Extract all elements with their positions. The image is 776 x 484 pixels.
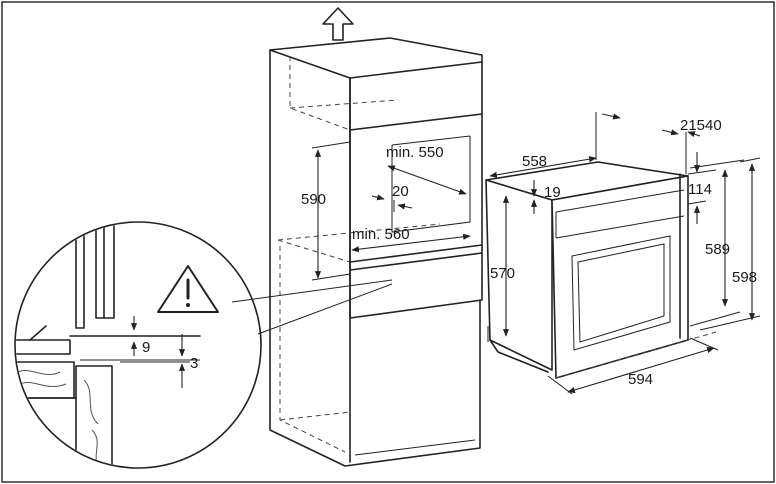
detail-section <box>16 223 201 467</box>
min-width-dimension <box>351 233 471 253</box>
min-depth-dimension <box>387 165 467 195</box>
detail-leader <box>231 279 393 335</box>
niche-height-label: 590 <box>301 191 326 208</box>
top-offset-dimension <box>687 152 717 224</box>
min-width-label: min. 560 <box>352 226 410 243</box>
gap-bottom-dimension <box>120 334 190 388</box>
gap-bottom-label: 3 <box>190 355 198 372</box>
width-dimension <box>547 331 719 395</box>
niche-height-dimension <box>311 141 351 281</box>
total-height-label: 598 <box>732 269 757 286</box>
front-height-label: 570 <box>490 265 515 282</box>
gap-top-label: 9 <box>142 339 150 356</box>
oven-depth-dimension <box>489 112 621 178</box>
oven-depth-label: 558 <box>522 153 547 170</box>
top-dims-label: 21540 <box>680 117 722 134</box>
min-depth-label: min. 550 <box>386 144 444 161</box>
width-label: 594 <box>628 371 653 388</box>
top-offset-label: 114 <box>688 181 712 198</box>
gap-dimension <box>371 194 413 212</box>
body-height-dimension <box>689 159 745 327</box>
total-height-dimension <box>699 157 761 331</box>
detail-circle <box>14 221 262 469</box>
gap-label: 20 <box>392 183 409 200</box>
top-dims-dimension <box>661 129 701 174</box>
warning-triangle-icon <box>157 265 219 313</box>
body-height-label: 589 <box>705 241 730 258</box>
panel-label: 19 <box>544 184 561 201</box>
oven <box>485 161 689 379</box>
up-arrow-icon <box>322 7 354 41</box>
cabinet <box>269 37 483 467</box>
